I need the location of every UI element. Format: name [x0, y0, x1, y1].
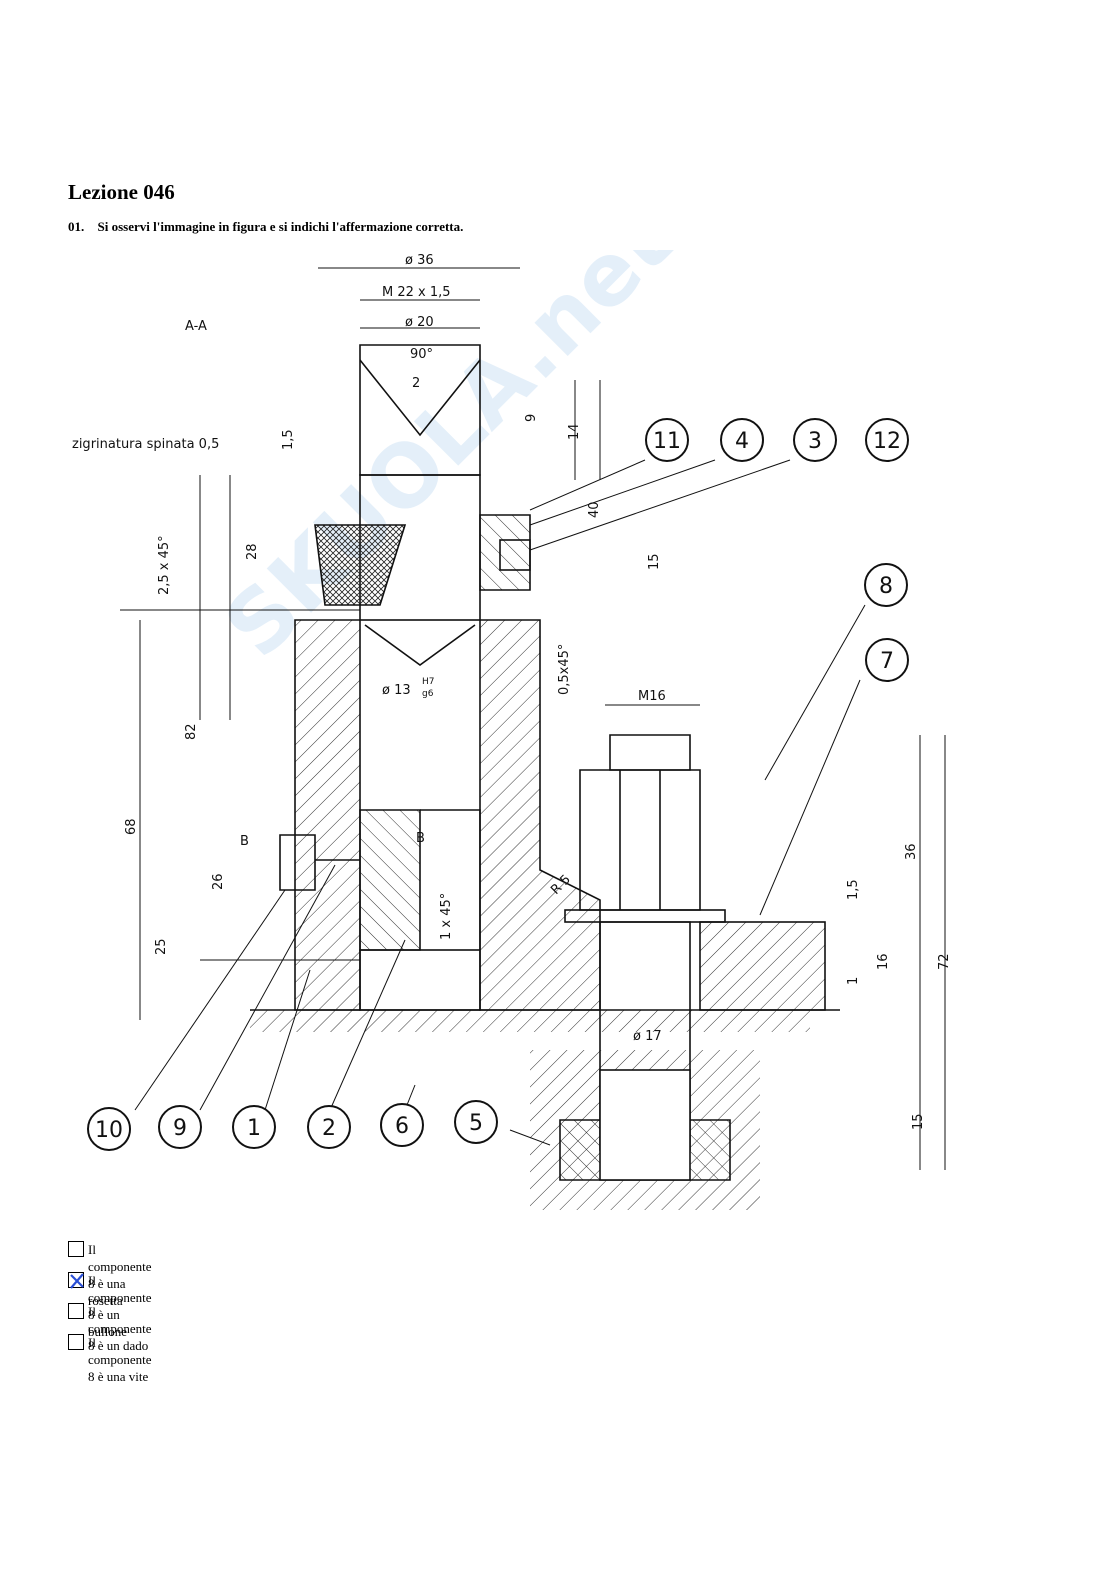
callout-label: 8	[879, 574, 893, 599]
answer-label: Il componente 8 è una vite	[88, 1335, 152, 1384]
watermark-text: SKUOLA.net	[206, 250, 691, 677]
callout-11	[645, 418, 689, 462]
dim-label: 2,5 x 45°	[157, 535, 172, 595]
dim-label: 1,5	[281, 429, 296, 450]
dim-label: 40	[587, 501, 602, 518]
dim-label: 90°	[410, 347, 433, 362]
dim-label: 26	[211, 873, 226, 890]
dim-label: ø 13	[382, 683, 411, 698]
callout-4	[720, 418, 764, 462]
dim-label: 0,5x45°	[557, 644, 572, 695]
callout-7	[865, 638, 909, 682]
dim-label: 36	[904, 843, 919, 860]
dim-label: M 22 x 1,5	[382, 285, 451, 300]
callout-6	[380, 1103, 424, 1147]
callout-label: 7	[880, 649, 894, 674]
lesson-title: Lezione 046	[68, 180, 175, 204]
callout-label: 12	[873, 429, 901, 454]
callout-5	[454, 1100, 498, 1144]
callout-3	[793, 418, 837, 462]
answer-label: Il componente 8 è un dado	[88, 1304, 152, 1353]
dim-label: 15	[911, 1113, 926, 1130]
answer-checkbox-checked[interactable]	[68, 1272, 84, 1289]
callout-label: 9	[173, 1116, 187, 1141]
dim-label: 25	[154, 938, 169, 955]
dim-label: M16	[638, 689, 666, 704]
watermark: SKUOLA.net	[206, 250, 691, 677]
callout-8	[864, 563, 908, 607]
callout-label: 4	[735, 429, 749, 454]
dim-label: 9	[524, 414, 539, 422]
dim-label: H7	[422, 677, 435, 687]
technical-drawing: SKUOLA.net	[72, 250, 952, 1210]
callout-2	[307, 1105, 351, 1149]
callout-label: 11	[653, 429, 681, 454]
dim-label: B	[416, 831, 425, 846]
dim-label: ø 20	[405, 315, 434, 330]
dim-label: 28	[245, 543, 260, 560]
question-number: 01.	[68, 219, 85, 234]
dim-label: B	[240, 834, 249, 849]
section-label: A-A	[185, 319, 207, 334]
dim-label: 1 x 45°	[439, 893, 454, 940]
dim-label: 2	[412, 376, 420, 391]
callout-label: 2	[322, 1116, 336, 1141]
callout-label: 10	[95, 1118, 123, 1143]
dim-label: ø 36	[405, 253, 434, 268]
callout-label: 5	[469, 1111, 483, 1136]
answer-checkbox[interactable]	[68, 1334, 84, 1350]
check-mark-icon	[70, 1273, 84, 1289]
answer-checkbox[interactable]	[68, 1241, 84, 1257]
callout-label: 6	[395, 1114, 409, 1139]
knurl-label: zigrinatura spinata 0,5	[72, 437, 219, 452]
callout-label: 1	[247, 1116, 261, 1141]
dim-label: 1	[846, 977, 861, 985]
question-text: Si osservi l'immagine in figura e si ind…	[97, 219, 464, 234]
dim-label: 14	[567, 423, 582, 440]
answer-label: Il componente 8 è un bullone	[88, 1273, 152, 1339]
dim-label: 16	[876, 953, 891, 970]
dim-label: g6	[422, 689, 434, 699]
answer-label: Il componente 8 è una rosetta	[88, 1242, 152, 1308]
callout-10	[87, 1107, 131, 1151]
dim-label: ø 17	[633, 1029, 662, 1044]
dim-label: 1,5	[846, 879, 861, 900]
dim-label: 15	[647, 553, 662, 570]
callout-1	[232, 1105, 276, 1149]
callout-12	[865, 418, 909, 462]
answer-checkbox[interactable]	[68, 1303, 84, 1319]
dim-label: 72	[937, 953, 952, 970]
question: 01. Si osservi l'immagine in figura e si…	[68, 219, 463, 235]
dim-label: 68	[124, 818, 139, 835]
dim-label: 82	[184, 723, 199, 740]
callout-label: 3	[808, 429, 822, 454]
callout-9	[158, 1105, 202, 1149]
